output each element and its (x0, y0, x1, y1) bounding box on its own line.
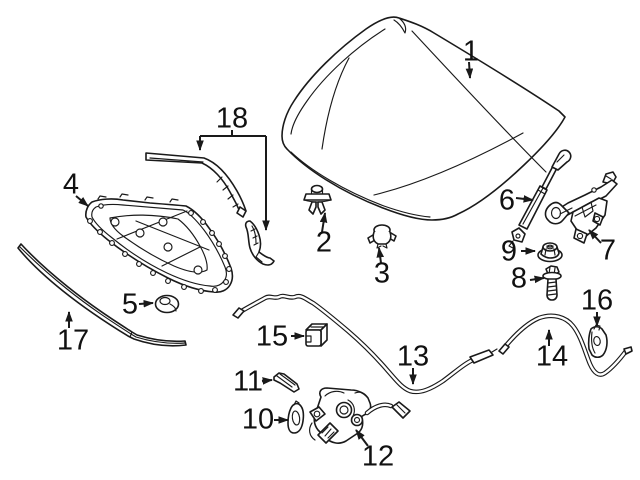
part-2-push-pin-clip (303, 184, 332, 215)
callout-arrows (65, 61, 602, 447)
callout-2-label: 2 (315, 226, 333, 259)
part-13-release-cable-front (232, 293, 498, 395)
callout-10-label: 10 (241, 403, 275, 436)
part-15-cable-clip (305, 323, 328, 347)
part-17-front-seal-strip (17, 243, 187, 347)
callout-9-label: 9 (500, 235, 518, 268)
part-8-flange-bolt (542, 265, 562, 301)
callout-7-label: 7 (599, 234, 617, 267)
part-4-insulator-pad (85, 193, 234, 294)
callout-11-label: 11 (232, 365, 264, 398)
callout-18-label: 18 (215, 102, 249, 135)
part-16-cable-retainer (587, 324, 608, 359)
callout-14-label: 14 (535, 340, 569, 373)
callout-17-label: 17 (56, 324, 90, 357)
callout-4-label: 4 (62, 168, 80, 201)
callout-8-label: 8 (510, 262, 528, 295)
callout-13-label: 13 (396, 340, 430, 373)
part-1-hood-panel (281, 16, 566, 221)
part-5-washer-grommet (154, 294, 180, 314)
part-10-striker-plate (287, 400, 305, 434)
part-18-side-seal-strips (145, 152, 275, 266)
part-6-gas-strut (508, 149, 572, 249)
part-9-flange-nut (537, 242, 563, 263)
callout-6-label: 6 (498, 184, 516, 217)
callout-5-label: 5 (121, 288, 139, 321)
callout-3-label: 3 (373, 257, 391, 290)
part-3-grommet (367, 224, 397, 249)
part-11-bracket-shim (273, 372, 300, 393)
callout-16-label: 16 (580, 284, 614, 317)
part-14-release-cable-rear (498, 313, 633, 377)
callout-12-label: 12 (361, 440, 395, 473)
part-7-hood-hinge (544, 171, 618, 244)
callout-1-label: 1 (462, 35, 480, 68)
callout-15-label: 15 (255, 320, 289, 353)
